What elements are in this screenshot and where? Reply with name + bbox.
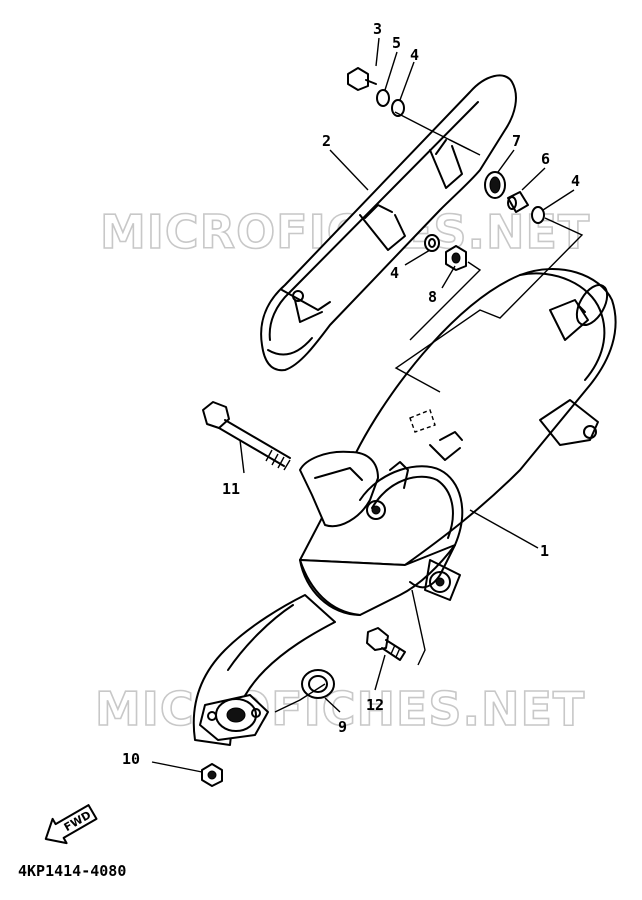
- washer-4-middle: [424, 234, 440, 252]
- gasket-9: [301, 669, 335, 699]
- drawing-code: 4KP1414-4080: [18, 862, 126, 880]
- watermark-bottom: MICROFICHES.NET: [95, 682, 585, 736]
- bolt-11: [202, 401, 291, 471]
- callout-6: 6: [541, 150, 550, 168]
- callout-9: 9: [338, 718, 347, 736]
- leader-lines: [151, 37, 584, 773]
- bolt-3: [347, 67, 377, 91]
- collar-6: [507, 191, 529, 213]
- callout-2: 2: [322, 132, 331, 150]
- callouts: 3 5 4 2 7 6 4 4 8 1 11 12 9 10: [122, 20, 580, 768]
- nut-10: [201, 763, 223, 787]
- callout-8: 8: [428, 288, 437, 306]
- exhaust-pipe: [192, 594, 336, 746]
- callout-1: 1: [540, 542, 549, 560]
- muffler-body: [299, 268, 617, 616]
- washer-4-right: [531, 206, 545, 224]
- callout-10: 10: [122, 750, 140, 768]
- callout-3: 3: [373, 20, 382, 38]
- callout-4-right: 4: [571, 172, 580, 190]
- callout-12: 12: [366, 696, 384, 714]
- bolt-12: [366, 627, 406, 661]
- callout-4-top: 4: [410, 46, 419, 64]
- grommet-8: [445, 245, 467, 271]
- heat-protector: [260, 74, 517, 372]
- callout-11: 11: [222, 480, 240, 498]
- callout-7: 7: [512, 132, 521, 150]
- washer-5: [376, 89, 390, 107]
- grommet-7: [484, 171, 506, 199]
- forward-arrow: FWD: [44, 804, 98, 845]
- callout-4-middle: 4: [390, 264, 399, 282]
- callout-5: 5: [392, 34, 401, 52]
